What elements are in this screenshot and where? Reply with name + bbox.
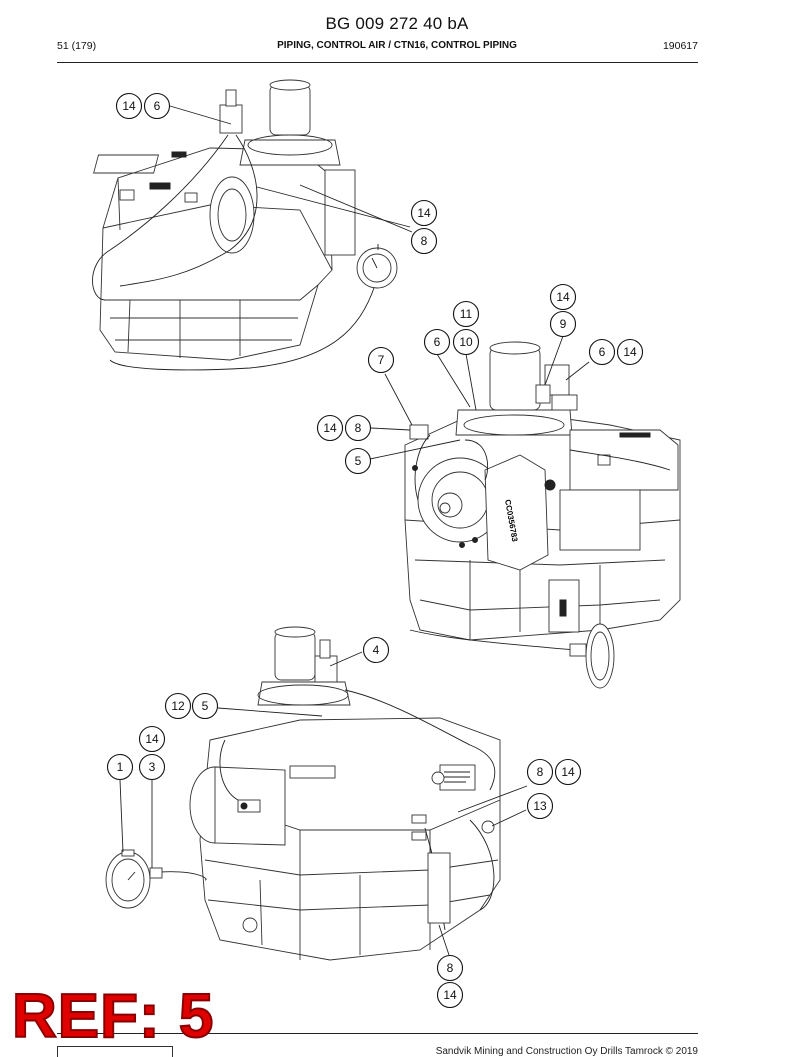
ref-stamp: REF: 5 (11, 982, 215, 1051)
callout-bubble: 5 (191, 692, 219, 720)
callout-number: 14 (443, 988, 457, 1002)
callout-bubble: 14 (316, 414, 344, 442)
callout-number: 7 (378, 353, 385, 367)
callout-bubble: 6 (143, 92, 171, 120)
document-id: BG 009 272 40 bA (325, 14, 469, 33)
callout-bubble: 14 (410, 199, 438, 227)
callout-bubble: 12 (164, 692, 192, 720)
callout-number: 8 (421, 234, 428, 248)
callout-bubble: 6 (588, 338, 616, 366)
header-rule (57, 62, 698, 63)
callout-bubble: 14 (549, 283, 577, 311)
callout-number: 14 (556, 290, 570, 304)
callout-number: 8 (355, 421, 362, 435)
callout-number: 6 (599, 345, 606, 359)
callout-number: 14 (417, 206, 431, 220)
callout-bubble: 8 (526, 758, 554, 786)
callout-number: 6 (434, 335, 441, 349)
callout-number: 6 (154, 99, 161, 113)
callout-number: 14 (323, 421, 337, 435)
callout-bubble: 8 (410, 227, 438, 255)
callout-number: 8 (537, 765, 544, 779)
callout-number: 1 (117, 760, 124, 774)
callout-number: 3 (149, 760, 156, 774)
callout-bubble: 13 (526, 792, 554, 820)
callout-number: 13 (533, 799, 547, 813)
callout-number: 9 (560, 317, 567, 331)
callout-bubble: 9 (549, 310, 577, 338)
footer-rule (57, 1033, 698, 1034)
callout-bubble: 8 (344, 414, 372, 442)
section-title: PIPING, CONTROL AIR / CTN16, CONTROL PIP… (277, 40, 517, 51)
callout-number: 12 (171, 699, 185, 713)
gearbox-view-1 (92, 79, 413, 371)
callout-bubble: 1 (106, 753, 134, 781)
page-number: 51 (179) (57, 40, 97, 52)
callout-bubble: 14 (554, 758, 582, 786)
callout-number: 10 (459, 335, 473, 349)
gearbox-view-3 (105, 626, 528, 961)
callout-number: 14 (623, 345, 637, 359)
callout-bubble: 7 (367, 346, 395, 374)
callout-bubble: 6 (423, 328, 451, 356)
gearbox-view-2: CC0356783 (369, 335, 681, 689)
callout-bubble: 11 (452, 300, 480, 328)
callout-bubble: 10 (452, 328, 480, 356)
callout-bubble: 4 (362, 636, 390, 664)
callout-number: 14 (122, 99, 136, 113)
document-code: 190617 (662, 40, 698, 52)
brand-logo-strip (57, 1046, 173, 1057)
callout-group: 14 6 14 8 11 14 9 6 10 6 14 7 14 8 5 4 1… (106, 92, 644, 1009)
callout-bubble: 5 (344, 447, 372, 475)
callout-number: 5 (355, 454, 362, 468)
callout-number: 14 (145, 732, 159, 746)
callout-bubble: 14 (436, 981, 464, 1009)
callout-number: 11 (460, 307, 473, 321)
footer-copyright: Sandvik Mining and Construction Oy Drill… (435, 1046, 698, 1057)
callout-number: 4 (373, 643, 380, 657)
callout-number: 8 (447, 961, 454, 975)
callout-bubble: 3 (138, 753, 166, 781)
callout-bubble: 14 (138, 725, 166, 753)
callout-bubble: 14 (115, 92, 143, 120)
callout-number: 5 (202, 699, 209, 713)
callout-bubble: 8 (436, 954, 464, 982)
callout-bubble: 14 (616, 338, 644, 366)
callout-number: 14 (561, 765, 575, 779)
